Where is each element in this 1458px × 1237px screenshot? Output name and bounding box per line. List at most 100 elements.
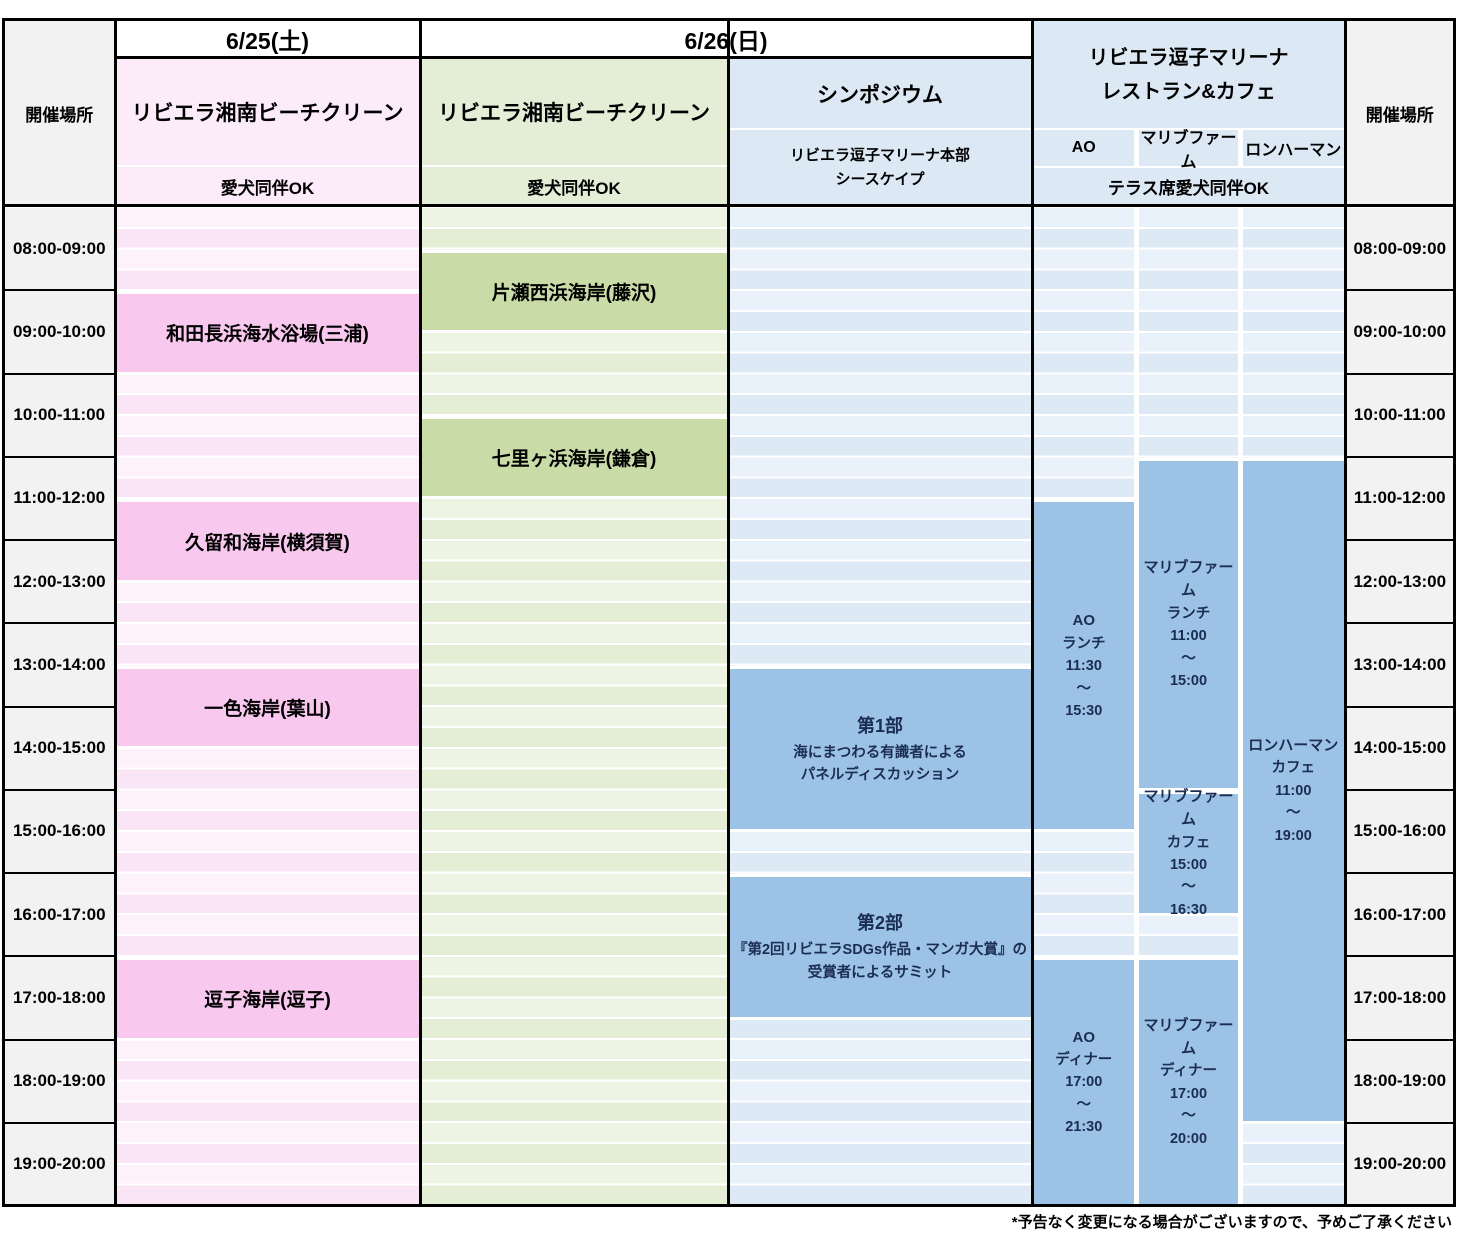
time-slot-right: 12:00-13:00: [1346, 541, 1453, 625]
column-header-sun-beachclean: リビエラ湘南ビーチクリーン 愛犬同伴OK: [421, 59, 727, 205]
event-text-line: 21:30: [1065, 1119, 1103, 1136]
time-slot-left: 08:00-09:00: [5, 208, 114, 292]
event-text-line: ディナー: [1055, 1051, 1113, 1068]
event-text-line: カフェ: [1166, 834, 1211, 851]
event-sat-beach: 和田長浜海水浴場(三浦): [116, 291, 419, 375]
time-slot-left: 11:00-12:00: [5, 457, 114, 541]
date-header-saturday: 6/25(土): [116, 21, 419, 56]
sun-dog-ok-note: 愛犬同伴OK: [421, 165, 727, 205]
time-slot-right: 19:00-20:00: [1346, 1123, 1453, 1204]
venue-header-right: 開催場所: [1346, 21, 1453, 205]
time-slot-right: 17:00-18:00: [1346, 957, 1453, 1041]
time-slot-right: 15:00-16:00: [1346, 790, 1453, 874]
grid-line: [726, 18, 730, 1207]
symposium-venue-note: リビエラ逗子マリーナ本部 シースケイプ: [729, 128, 1031, 205]
symposium-title: シンポジウム: [817, 83, 943, 107]
time-slot-left: 13:00-14:00: [5, 624, 114, 708]
event-malibu-farm: マリブファームカフェ 15:00 〜 16:30: [1139, 788, 1238, 918]
event-label: 一色海岸(葉山): [204, 699, 331, 720]
venue-name-ron-herman: ロンハーマン: [1243, 130, 1344, 166]
event-label: 久留和海岸(横須賀): [185, 532, 350, 554]
event-text-line: 15:00: [1169, 856, 1208, 873]
grid-line: [115, 56, 1032, 59]
event-text-line: 11:00: [1275, 782, 1312, 799]
time-slot-right: 13:00-14:00: [1346, 624, 1453, 708]
event-text-line: AO: [1072, 612, 1096, 630]
time-slot-right: 08:00-09:00: [1346, 208, 1453, 292]
grid-line: [418, 18, 422, 1207]
event-detail-line: 受賞者によるサミット: [807, 964, 953, 981]
event-text-line: ランチ: [1166, 605, 1211, 622]
event-text-line: ロンハーマン: [1248, 737, 1339, 755]
event-ao: AO ディナー 17:00 〜 21:30: [1033, 957, 1134, 1207]
time-slot-right: 09:00-10:00: [1346, 291, 1453, 375]
terrace-dog-ok-note: テラス席愛犬同伴OK: [1033, 168, 1344, 205]
time-slot-right: 14:00-15:00: [1346, 707, 1453, 791]
event-text-line: ディナー: [1160, 1063, 1217, 1080]
event-title: 第2部: [856, 913, 903, 934]
event-text-line: カフェ: [1271, 760, 1316, 777]
restaurant-header: リビエラ逗子マリーナ レストラン&カフェ: [1033, 21, 1344, 128]
symposium-venue-line1: リビエラ逗子マリーナ本部: [789, 146, 970, 164]
venue-name-malibu-farm: マリブファーム: [1139, 130, 1238, 171]
event-text-line: 17:00: [1065, 1074, 1103, 1091]
grid-line: [1343, 18, 1347, 1207]
time-slot-left: 09:00-10:00: [5, 291, 114, 375]
time-slot-left: 17:00-18:00: [5, 957, 114, 1041]
event-text-line: AO: [1072, 1028, 1096, 1046]
event-text-line: 16:30: [1169, 901, 1208, 918]
event-text-line: 20:00: [1169, 1130, 1208, 1147]
event-text-line: 11:00: [1170, 628, 1207, 645]
grid-line: [2, 204, 1456, 207]
event-sun-beach: 片瀬西浜海岸(藤沢): [421, 249, 727, 333]
event-title: 第1部: [856, 715, 903, 736]
event-label: 七里ヶ浜海岸(鎌倉): [491, 449, 657, 471]
time-slot-right: 16:00-17:00: [1346, 874, 1453, 958]
event-text-line: マリブファーム: [1143, 1016, 1234, 1058]
date-header-sunday: 6/26(日): [421, 21, 1031, 56]
grid-line: [113, 18, 117, 1207]
event-text-line: 〜: [1181, 879, 1196, 896]
event-text-line: マリブファーム: [1143, 559, 1234, 600]
symposium-venue-line2: シースケイプ: [835, 170, 925, 188]
event-sun-beach: 七里ヶ浜海岸(鎌倉): [421, 416, 727, 500]
event-sat-beach: 久留和海岸(横須賀): [116, 499, 419, 583]
restaurant-header-line2: レストラン&カフェ: [1101, 80, 1276, 103]
time-slot-left: 10:00-11:00: [5, 374, 114, 458]
sat-beachclean-title: リビエラ湘南ビーチクリーン: [131, 102, 404, 125]
venue-name-ao: AO: [1033, 130, 1134, 166]
event-text-line: 19:00: [1274, 827, 1312, 844]
event-label: 逗子海岸(逗子): [204, 990, 331, 1012]
footnote: *予告なく変更になる場合がございますので、予めご了承ください: [1011, 1214, 1452, 1231]
event-text-line: 〜: [1076, 1096, 1092, 1113]
sun-beach-column-bg: [421, 208, 727, 1204]
sat-dog-ok-note: 愛犬同伴OK: [116, 165, 419, 205]
time-slot-right: 11:00-12:00: [1346, 457, 1453, 541]
time-slot-left: 14:00-15:00: [5, 707, 114, 791]
event-symposium: 第2部『第2回リビエラSDGs作品・マンガ大賞』の受賞者によるサミット: [729, 874, 1031, 1020]
event-detail-line: 『第2回リビエラSDGs作品・マンガ大賞』の: [732, 942, 1028, 959]
column-header-symposium: シンポジウム リビエラ逗子マリーナ本部 シースケイプ: [729, 59, 1031, 205]
sun-beachclean-title: リビエラ湘南ビーチクリーン: [438, 102, 710, 125]
event-text-line: マリブファーム: [1143, 788, 1234, 829]
event-detail-line: 海にまつわる有識者による: [793, 744, 967, 761]
event-text-line: 11:30: [1065, 658, 1102, 675]
restaurant-header-line1: リビエラ逗子マリーナ: [1088, 46, 1289, 69]
column-header-sat-beachclean: リビエラ湘南ビーチクリーン 愛犬同伴OK: [116, 59, 419, 205]
event-text-line: 〜: [1076, 680, 1092, 697]
time-slot-right: 18:00-19:00: [1346, 1040, 1453, 1124]
time-slot-left: 16:00-17:00: [5, 874, 114, 958]
time-slot-left: 15:00-16:00: [5, 790, 114, 874]
event-text-line: 〜: [1181, 1108, 1196, 1125]
grid-line: [1030, 18, 1034, 1207]
time-slot-right: 10:00-11:00: [1346, 374, 1453, 458]
event-detail-line: パネルディスカッション: [800, 767, 960, 784]
event-sat-beach: 逗子海岸(逗子): [116, 957, 419, 1041]
event-label: 片瀬西浜海岸(藤沢): [491, 282, 657, 304]
event-symposium: 第1部海にまつわる有識者によるパネルディスカッション: [729, 665, 1031, 833]
